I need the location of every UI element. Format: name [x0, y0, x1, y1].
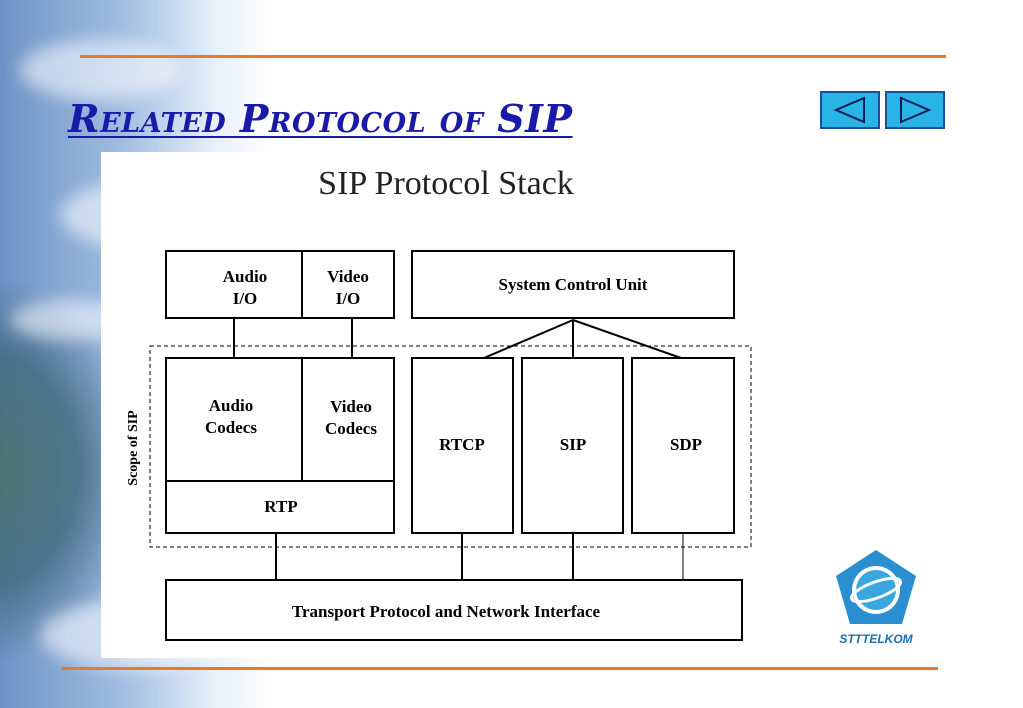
rtp-label: RTP — [264, 497, 297, 516]
sttelkom-logo: STTTELKOM — [826, 546, 926, 650]
video-codecs-label-2: Codecs — [325, 419, 377, 438]
system-control-label: System Control Unit — [499, 275, 648, 294]
system-control-box — [411, 250, 735, 319]
top-rule — [80, 55, 946, 58]
transport-label: Transport Protocol and Network Interface — [292, 602, 601, 621]
video-io-box — [301, 250, 395, 319]
sdp-label: SDP — [670, 435, 702, 454]
scope-boundary — [149, 345, 752, 548]
rtcp-label: RTCP — [439, 435, 485, 454]
triangle-right-icon — [900, 96, 932, 124]
transport-box — [165, 579, 743, 641]
video-codecs-label-1: Video — [330, 397, 372, 416]
system-to-rtcp-connector — [483, 319, 574, 359]
globe-logo-icon: STTTELKOM — [836, 550, 916, 646]
video-io-label-1: Video — [327, 267, 369, 286]
rtp-box — [165, 480, 395, 534]
video-io-label-2: I/O — [336, 289, 361, 308]
audio-codecs-label-1: Audio — [209, 396, 253, 415]
diagram-heading: SIP Protocol Stack — [318, 165, 574, 202]
prev-slide-button[interactable] — [820, 91, 880, 129]
logo-text: STTTELKOM — [839, 632, 913, 646]
sip-label: SIP — [560, 435, 586, 454]
scope-label: Scope of SIP — [126, 410, 141, 486]
system-to-sdp-connector — [572, 319, 682, 359]
audio-codecs-label-2: Codecs — [205, 418, 257, 437]
next-slide-button[interactable] — [885, 91, 945, 129]
sip-stack-diagram: SIP Protocol Stack Scope of SIP Audio I/… — [126, 165, 752, 641]
slide-title: Related Protocol of SIP — [68, 96, 573, 141]
bottom-rule — [62, 667, 938, 670]
triangle-left-icon — [833, 96, 865, 124]
audio-io-label-1: Audio — [223, 267, 267, 286]
diagram-panel: SIP Protocol Stack Scope of SIP Audio I/… — [101, 152, 756, 658]
audio-io-label-2: I/O — [233, 289, 258, 308]
